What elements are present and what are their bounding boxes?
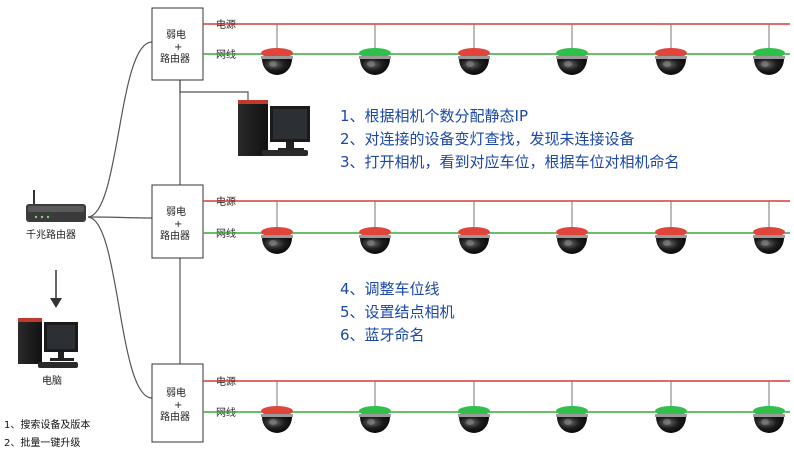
dome-camera-icon bbox=[556, 381, 588, 433]
instruction-6: 6、蓝牙命名 bbox=[340, 326, 425, 344]
dome-camera-icon bbox=[359, 201, 391, 254]
router-label-line3: 路由器 bbox=[160, 410, 190, 423]
router-links bbox=[179, 80, 249, 364]
dome-camera-icon bbox=[261, 201, 293, 254]
gigabit-router-label: 千兆路由器 bbox=[26, 228, 76, 241]
dome-camera-icon bbox=[359, 24, 391, 75]
camera-row bbox=[203, 23, 790, 75]
instruction-1: 1、根据相机个数分配静态IP bbox=[340, 107, 528, 125]
router-label-line3: 路由器 bbox=[160, 229, 190, 242]
dome-camera-icon bbox=[753, 201, 785, 254]
computer-icon-top bbox=[238, 100, 310, 156]
dome-camera-icon bbox=[655, 24, 687, 75]
computer-icon bbox=[18, 318, 78, 368]
dome-camera-icon bbox=[261, 381, 293, 433]
router-group-2: 弱电 + 路由器 电源 网线 bbox=[151, 184, 236, 259]
dome-camera-icon bbox=[753, 24, 785, 75]
gigabit-router: 千兆路由器 bbox=[26, 190, 86, 241]
arrow-down-icon bbox=[50, 270, 62, 308]
instruction-4: 4、调整车位线 bbox=[340, 280, 440, 298]
router-label-line1: 弱电 bbox=[166, 205, 186, 218]
instructions-top: 1、根据相机个数分配静态IP 2、对连接的设备变灯查找，发现未连接设备 3、打开… bbox=[340, 107, 680, 171]
computer-task-1: 1、搜索设备及版本 bbox=[4, 418, 90, 431]
instruction-2: 2、对连接的设备变灯查找，发现未连接设备 bbox=[340, 130, 635, 148]
router-label-line2: + bbox=[174, 400, 182, 411]
computer-label: 电脑 bbox=[42, 374, 62, 387]
router-group-1: 弱电 + 路由器 电源 网线 bbox=[151, 7, 236, 81]
router-group-3: 弱电 + 路由器 电源 网线 bbox=[151, 363, 236, 443]
trunk-wires bbox=[87, 41, 153, 399]
dome-camera-icon bbox=[556, 201, 588, 254]
camera-rows bbox=[203, 23, 790, 433]
dome-camera-icon bbox=[753, 381, 785, 433]
dome-camera-icon bbox=[458, 24, 490, 75]
dome-camera-icon bbox=[655, 381, 687, 433]
router-label-line1: 弱电 bbox=[166, 386, 186, 399]
dome-camera-icon bbox=[359, 381, 391, 433]
dome-camera-icon bbox=[458, 201, 490, 254]
router-label-line2: + bbox=[174, 42, 182, 53]
instruction-3: 3、打开相机，看到对应车位，根据车位对相机命名 bbox=[340, 153, 680, 171]
router-label-line2: + bbox=[174, 219, 182, 230]
instructions-middle: 4、调整车位线 5、设置结点相机 6、蓝牙命名 bbox=[340, 280, 455, 344]
router-label-line3: 路由器 bbox=[160, 52, 190, 65]
computer-task-2: 2、批量一键升级 bbox=[4, 436, 80, 449]
router-label-line1: 弱电 bbox=[166, 28, 186, 41]
camera-row bbox=[203, 200, 790, 254]
dome-camera-icon bbox=[458, 381, 490, 433]
dome-camera-icon bbox=[261, 24, 293, 75]
instruction-5: 5、设置结点相机 bbox=[340, 303, 455, 321]
camera-row bbox=[203, 380, 790, 433]
dome-camera-icon bbox=[655, 201, 687, 254]
dome-camera-icon bbox=[556, 24, 588, 75]
